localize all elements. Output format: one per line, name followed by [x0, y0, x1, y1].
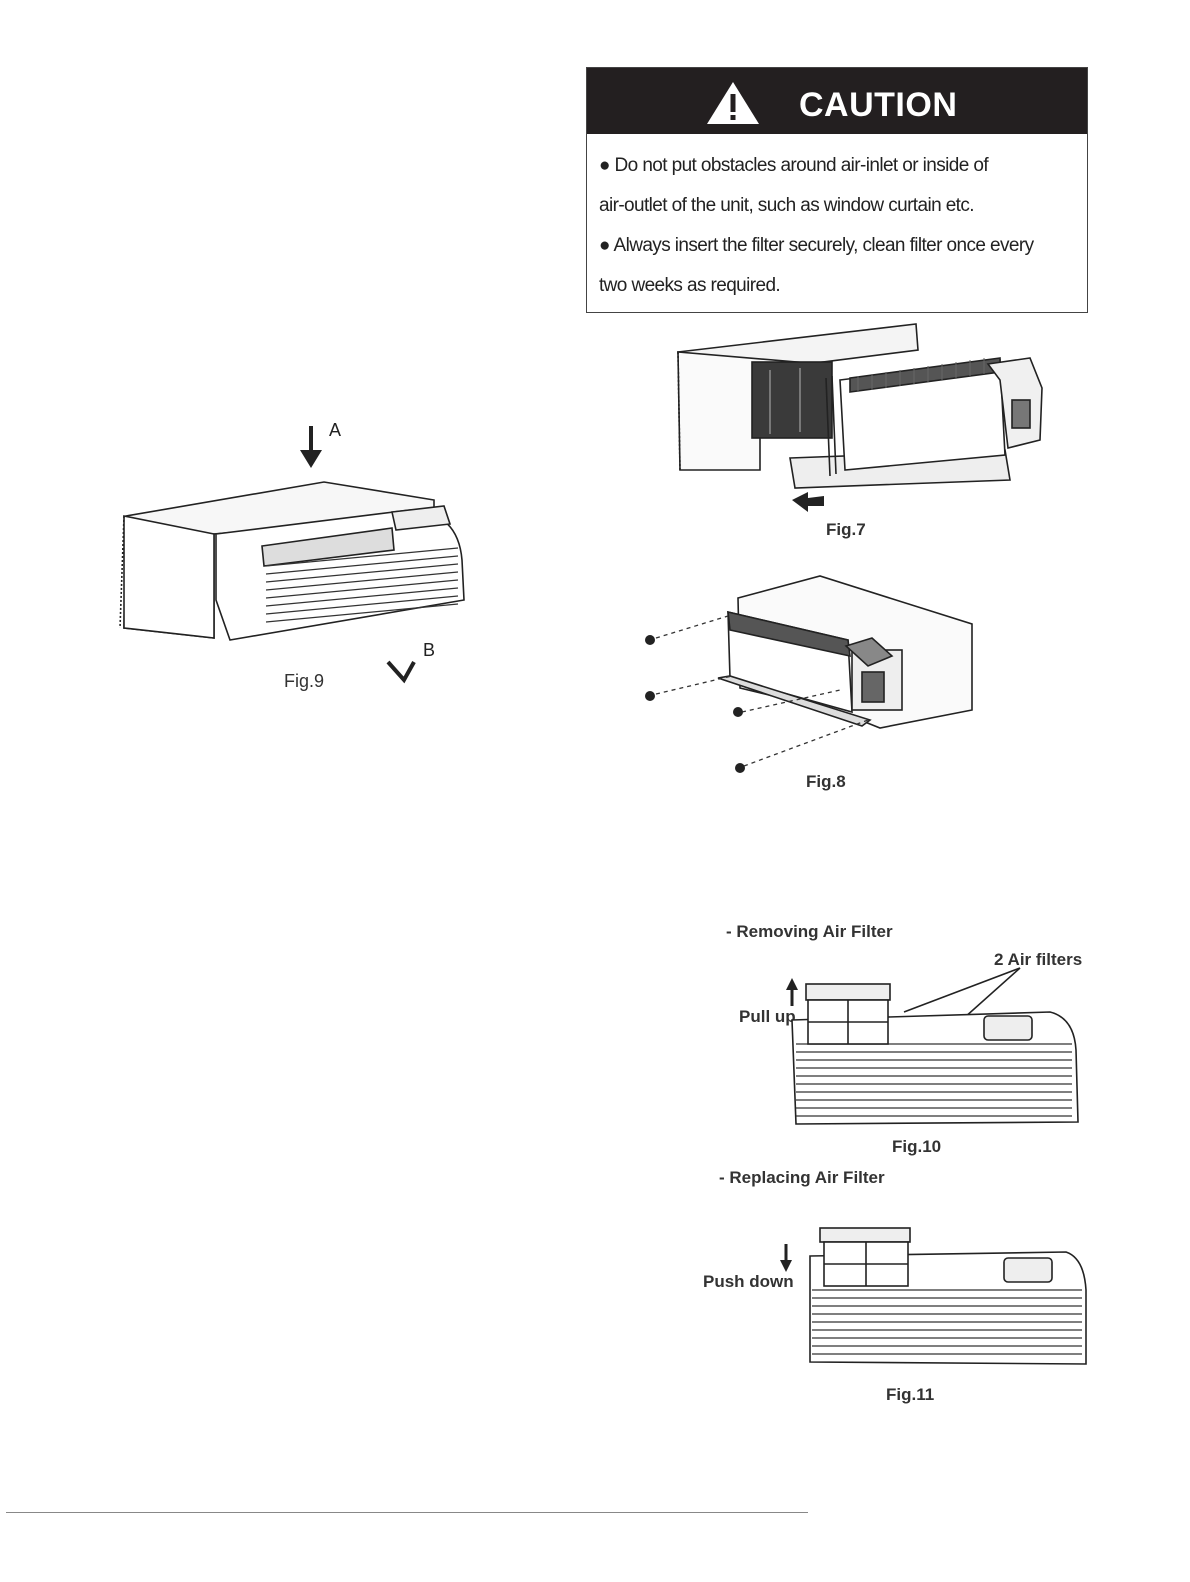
- fig10-label: Fig.10: [892, 1137, 942, 1156]
- footer-rule: [6, 1512, 808, 1513]
- fig10-heading: - Removing Air Filter: [726, 922, 893, 941]
- air-filters-callout: 2 Air filters: [994, 950, 1083, 969]
- caution-text: ● Do not put obstacles around air-inlet …: [587, 134, 1087, 306]
- arrow-a-label: A: [329, 420, 342, 440]
- caution-title: CAUTION: [799, 86, 958, 124]
- caution-box: CAUTION ● Do not put obstacles around ai…: [586, 67, 1088, 313]
- fig11-heading: - Replacing Air Filter: [719, 1168, 885, 1187]
- fig8-label: Fig.8: [806, 772, 846, 791]
- fig7-label: Fig.7: [826, 520, 866, 539]
- fig11-label: Fig.11: [886, 1385, 935, 1404]
- arrow-b-label: B: [423, 640, 436, 660]
- caution-header: CAUTION: [587, 68, 1087, 134]
- caution-line: ● Always insert the filter securely, cle…: [599, 235, 1034, 256]
- fig9-label: Fig.9: [284, 671, 325, 691]
- caution-line: two weeks as required.: [599, 275, 781, 296]
- caution-line: air-outlet of the unit, such as window c…: [599, 195, 975, 216]
- caution-line: ● Do not put obstacles around air-inlet …: [599, 155, 989, 176]
- push-down-label: Push down: [703, 1272, 794, 1291]
- warning-triangle-icon: [707, 82, 759, 124]
- pull-up-label: Pull up: [739, 1007, 796, 1026]
